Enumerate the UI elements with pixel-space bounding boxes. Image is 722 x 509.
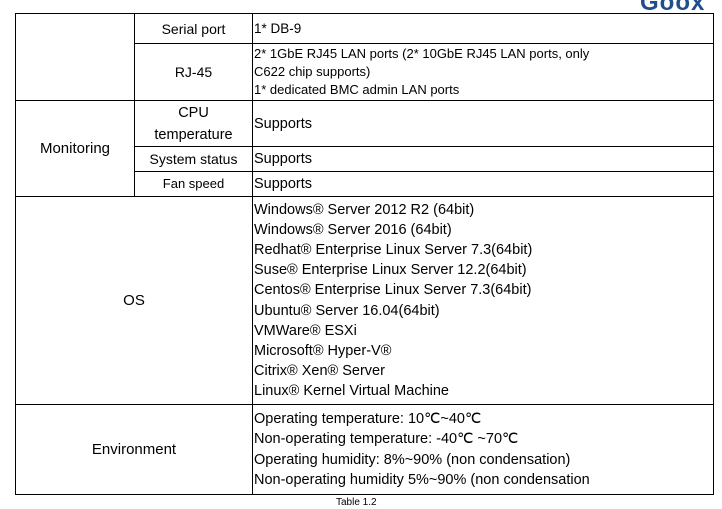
- system-status-label: System status: [134, 146, 253, 172]
- spec-table: Serial port 1* DB-9 RJ-45 2* 1GbE RJ45 L…: [15, 13, 714, 495]
- list-item: Suse® Enterprise Linux Server 12.2(64bit…: [254, 262, 527, 279]
- table-caption: Table 1.2: [336, 497, 377, 508]
- monitoring-category: Monitoring: [15, 100, 135, 197]
- category-cell-empty: [15, 13, 135, 101]
- rj45-label: RJ-45: [134, 43, 253, 101]
- fan-speed-value: Supports: [252, 171, 714, 197]
- list-item: Citrix® Xen® Server: [254, 362, 385, 379]
- serial-port-label: Serial port: [134, 13, 253, 44]
- rj45-line: C622 chip supports): [254, 64, 371, 79]
- list-item: Non-operating temperature: -40℃ ~70℃: [254, 431, 519, 448]
- list-item: Operating temperature: 10℃~40℃: [254, 410, 482, 427]
- list-item: Linux® Kernel Virtual Machine: [254, 382, 449, 399]
- table-row-cpu-temperature: Monitoring CPU temperature Supports: [15, 100, 714, 197]
- table-row-serial-port: Serial port 1* DB-9: [15, 13, 714, 101]
- list-item: Ubuntu® Server 16.04(64bit): [254, 302, 440, 319]
- rj45-line: 1* dedicated BMC admin LAN ports: [254, 82, 460, 97]
- system-status-value: Supports: [252, 146, 714, 172]
- list-item: Non-operating humidity 5%~90% (non conde…: [254, 471, 590, 488]
- list-item: Centos® Enterprise Linux Server 7.3(64bi…: [254, 282, 532, 299]
- fan-speed-label: Fan speed: [134, 171, 253, 197]
- brand-logo: Goox: [640, 0, 706, 16]
- list-item: Windows® Server 2012 R2 (64bit): [254, 202, 475, 219]
- rj45-line: 2* 1GbE RJ45 LAN ports (2* 10GbE RJ45 LA…: [254, 46, 590, 61]
- table-row-system-status: System status Supports: [16, 146, 714, 172]
- cpu-temperature-label: CPU temperature: [134, 100, 253, 147]
- os-list: Windows® Server 2012 R2 (64bit) Windows®…: [252, 196, 714, 405]
- list-item: Operating humidity: 8%~90% (non condensa…: [254, 451, 571, 468]
- list-item: Windows® Server 2016 (64bit): [254, 222, 452, 239]
- list-item: Redhat® Enterprise Linux Server 7.3(64bi…: [254, 242, 533, 259]
- table-row-environment: Environment Operating temperature: 10℃~4…: [15, 404, 714, 495]
- environment-list: Operating temperature: 10℃~40℃ Non-opera…: [252, 404, 714, 495]
- os-category: OS: [15, 196, 253, 405]
- environment-category: Environment: [15, 404, 253, 495]
- list-item: VMWare® ESXi: [254, 322, 357, 339]
- list-item: Microsoft® Hyper-V®: [254, 342, 392, 359]
- table-row-rj45: RJ-45 2* 1GbE RJ45 LAN ports (2* 10GbE R…: [16, 43, 714, 101]
- cpu-temperature-value: Supports: [252, 100, 714, 147]
- rj45-value: 2* 1GbE RJ45 LAN ports (2* 10GbE RJ45 LA…: [252, 43, 714, 101]
- serial-port-value: 1* DB-9: [252, 13, 714, 44]
- table-row-os: OS Windows® Server 2012 R2 (64bit) Windo…: [15, 196, 714, 405]
- table-row-fan-speed: Fan speed Supports: [16, 171, 714, 197]
